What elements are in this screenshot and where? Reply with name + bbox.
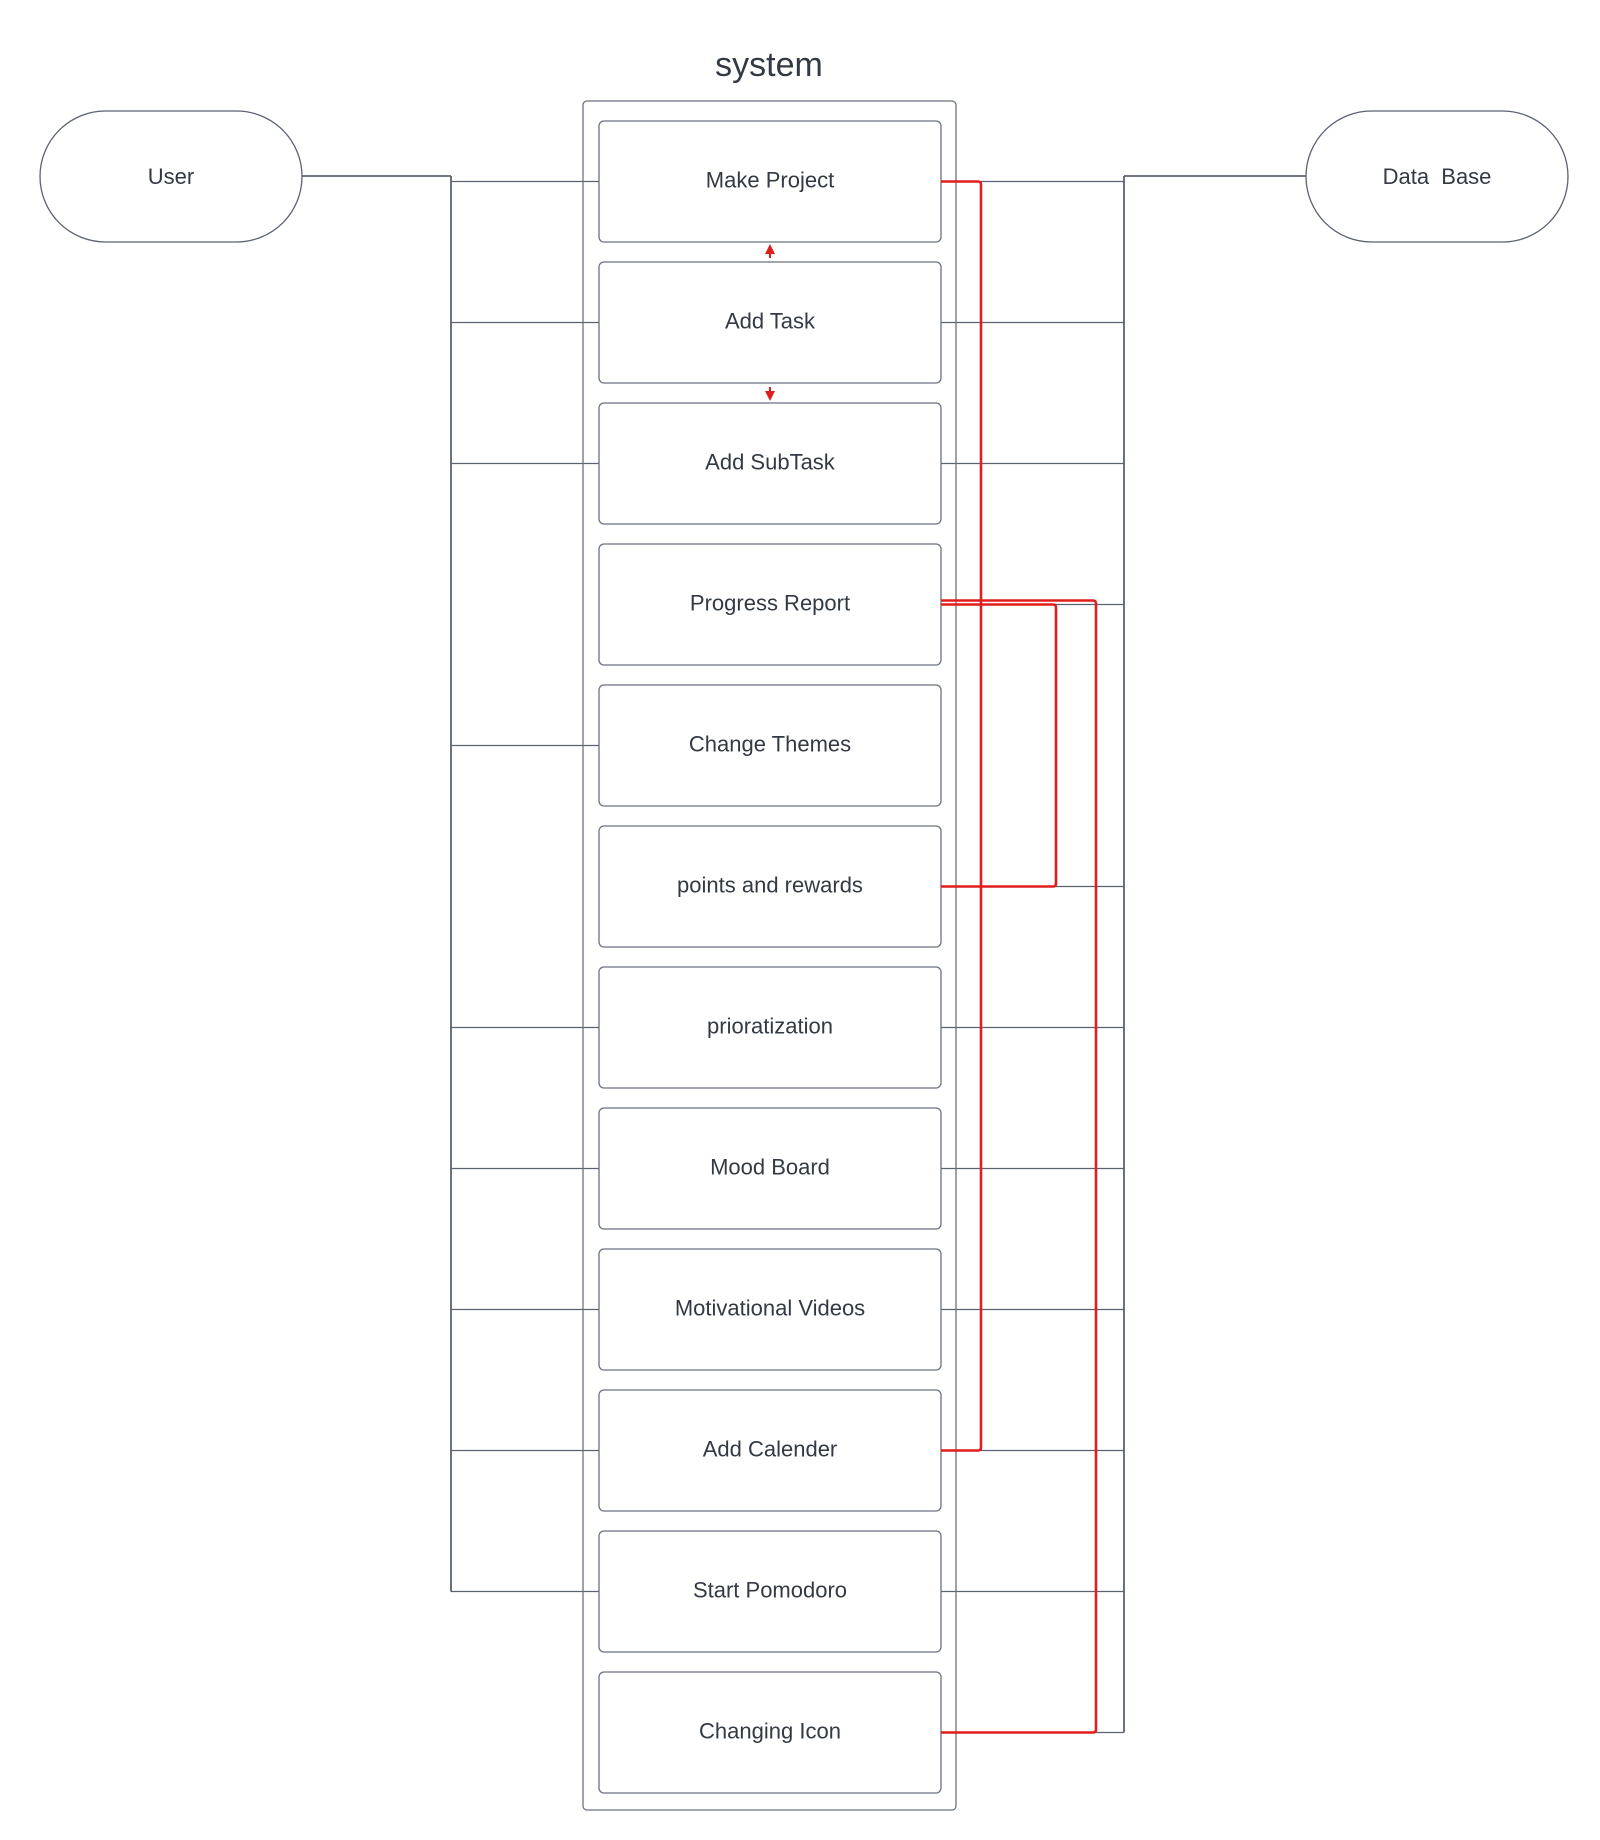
system-title: system (715, 46, 823, 84)
actor-user-shape (39, 110, 303, 243)
use-case-start-pomodoro[interactable]: Start Pomodoro (598, 1530, 942, 1653)
use-case-label: Start Pomodoro (693, 1577, 847, 1602)
actor-database-shape (1305, 110, 1569, 243)
use-case-progress-report[interactable]: Progress Report (598, 543, 942, 666)
use-case-label: Mood Board (710, 1154, 830, 1179)
actor-database-label: Data Base (1383, 164, 1492, 189)
use-case-box (598, 402, 942, 525)
relationship-connector-progress-report-points-and-rewards (941, 603, 1058, 888)
use-case-label: points and rewards (677, 872, 863, 897)
use-case-label: Change Themes (689, 731, 851, 756)
use-case-box (598, 1107, 942, 1230)
use-case-box (598, 684, 942, 807)
use-case-add-task[interactable]: Add Task (598, 261, 942, 384)
use-case-mood-board[interactable]: Mood Board (598, 1107, 942, 1230)
relationship-connector-progress-report-changing-icon (941, 599, 1098, 1734)
arrowhead-icon (765, 244, 775, 254)
use-case-box (598, 261, 942, 384)
relationship-layer (765, 180, 1098, 1734)
use-case-prioratization[interactable]: prioratization (598, 966, 942, 1089)
use-case-label: Add SubTask (705, 449, 836, 474)
system-boundary (582, 100, 957, 1811)
use-case-label: Changing Icon (699, 1718, 841, 1743)
use-case-box (598, 966, 942, 1089)
use-case-make-project[interactable]: Make Project (598, 120, 942, 243)
use-case-changing-icon[interactable]: Changing Icon (598, 1671, 942, 1794)
use-case-label: Make Project (706, 167, 834, 192)
use-case-box (598, 1248, 942, 1371)
use-case-label: Add Task (725, 308, 816, 333)
use-case-change-themes[interactable]: Change Themes (598, 684, 942, 807)
actor-user[interactable]: User (39, 110, 303, 243)
use-case-add-subtask[interactable]: Add SubTask (598, 402, 942, 525)
use-case-label: Progress Report (690, 590, 850, 615)
use-case-add-calender[interactable]: Add Calender (598, 1389, 942, 1512)
use-case-motivational-videos[interactable]: Motivational Videos (598, 1248, 942, 1371)
use-case-label: Motivational Videos (675, 1295, 865, 1320)
use-case-label: prioratization (707, 1013, 833, 1038)
use-case-box (598, 1530, 942, 1653)
actor-database[interactable]: Data Base (1305, 110, 1569, 243)
actor-user-label: User (148, 164, 194, 189)
arrowhead-icon (765, 391, 775, 401)
relationship-connector-make-project-add-calender (941, 180, 983, 1452)
use-case-points-and-rewards[interactable]: points and rewards (598, 825, 942, 948)
use-case-label: Add Calender (703, 1436, 838, 1461)
